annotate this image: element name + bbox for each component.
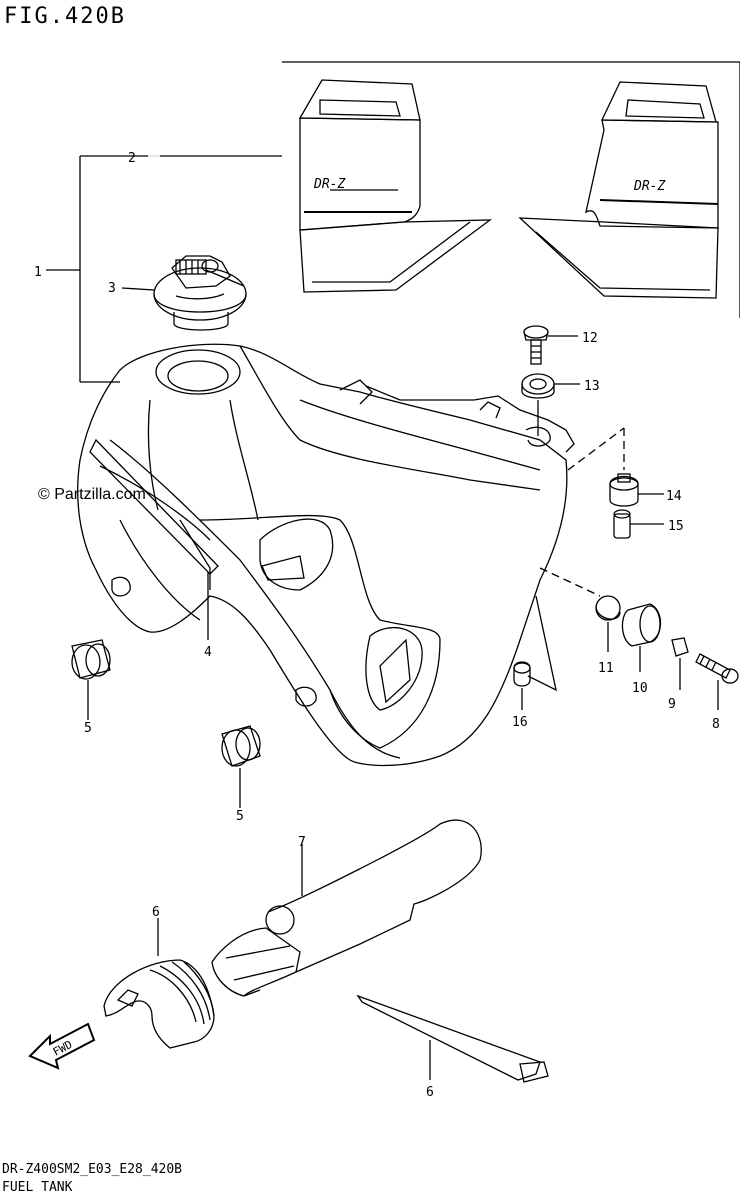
decal-frame (46, 61, 740, 383)
damper-5-lower (221, 725, 261, 808)
spacer-12 (595, 595, 621, 652)
callout-10: 9 (668, 697, 676, 712)
callout-5b: 5 (236, 809, 244, 824)
fuel-tank (77, 343, 575, 767)
washer-10 (671, 637, 689, 690)
watermark: © Partzilla.com (38, 486, 146, 503)
callout-3: 3 (108, 281, 116, 296)
figure-title: FIG.420B (4, 4, 126, 29)
fuel-cap (153, 255, 247, 331)
callout-15: 14 (666, 489, 682, 504)
callout-5a: 5 (84, 721, 92, 736)
callout-4: 4 (204, 645, 212, 660)
bolt-9 (695, 653, 739, 710)
protector-6 (103, 918, 215, 1049)
decal-left-text: DR-Z (313, 177, 346, 192)
callout-14: 13 (584, 379, 600, 394)
decal-right: DR-Z (518, 81, 719, 299)
cushion-11 (621, 603, 662, 672)
protector-8 (211, 819, 482, 997)
callout-17: 16 (512, 715, 528, 730)
callout-1: 1 (34, 265, 42, 280)
collar-16 (613, 509, 631, 539)
cushion-15 (609, 473, 639, 507)
fwd-arrow-icon: FWD (28, 1022, 96, 1070)
callout-8: 7 (298, 835, 306, 850)
callout-11: 10 (632, 681, 648, 696)
callout-13: 12 (582, 331, 598, 346)
grommet-14 (521, 373, 555, 436)
callout-2: 2 (128, 151, 136, 166)
callout-12: 11 (598, 661, 614, 676)
callout-7: 6 (426, 1085, 434, 1100)
bracket-triangle (527, 595, 557, 692)
callout-16: 15 (668, 519, 684, 534)
part-4-strip (89, 438, 219, 640)
damper-5-upper (71, 639, 111, 720)
callout-9: 8 (712, 717, 720, 732)
footer-model-code: DR-Z400SM2_E03_E28_420B (2, 1162, 183, 1177)
bolt-13 (523, 325, 549, 365)
nut-17 (513, 661, 531, 710)
decal-right-text: DR-Z (633, 179, 666, 194)
footer-section: FUEL TANK (2, 1180, 73, 1195)
lead-lines (539, 427, 625, 597)
callout-6: 6 (152, 905, 160, 920)
cable-tie-7 (356, 994, 549, 1083)
decal-left: DR-Z (298, 79, 493, 293)
